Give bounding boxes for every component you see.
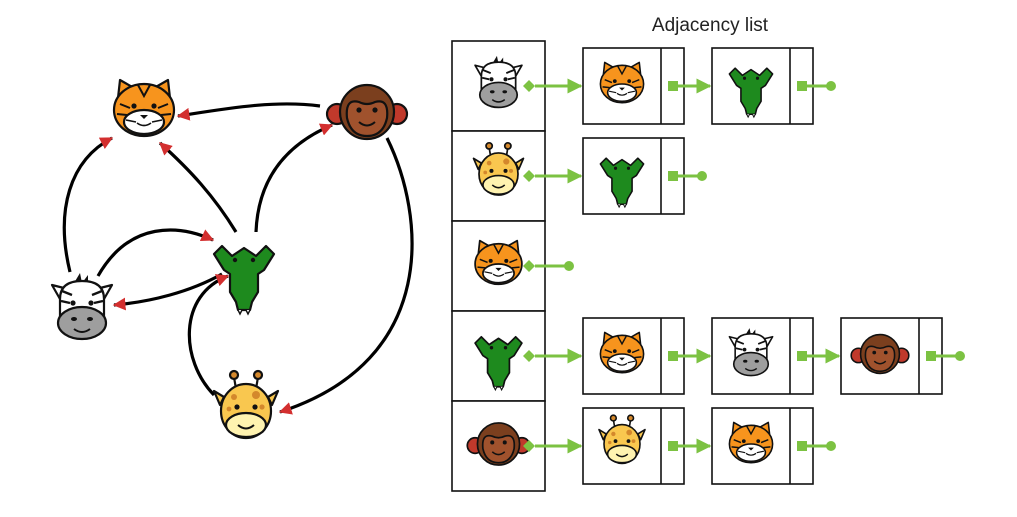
null-terminator-dot	[826, 81, 836, 91]
list-head-giraffe-icon	[472, 141, 525, 196]
list-node-tiger-icon	[599, 331, 645, 374]
edge-crocodile-to-zebra	[112, 272, 223, 311]
pointer-start-diamond	[523, 350, 535, 362]
list-node-crocodile-monkey	[840, 317, 943, 395]
edge-monkey-to-giraffe	[278, 137, 414, 415]
list-node-tiger-icon	[599, 61, 645, 104]
null-terminator-dot	[955, 351, 965, 361]
list-node-giraffe-icon	[598, 414, 646, 465]
list-node-tiger-icon	[728, 421, 774, 464]
list-node-crocodile-icon	[599, 157, 645, 209]
list-node-zebra-icon	[728, 328, 774, 377]
next-field-square	[797, 441, 807, 451]
graph-edges	[62, 102, 414, 415]
edge-zebra-to-crocodile	[96, 228, 215, 277]
list-head-zebra-icon	[474, 55, 523, 109]
list-node-monkey-giraffe	[582, 407, 685, 485]
next-field-square	[797, 81, 807, 91]
adjacency-row-giraffe	[451, 130, 707, 222]
list-node-zebra-crocodile	[711, 47, 814, 125]
pointer-start-diamond	[523, 260, 535, 272]
adjacency-row-zebra	[451, 40, 836, 132]
next-field-square	[668, 441, 678, 451]
graph-nodes	[50, 78, 409, 440]
graph-node-tiger-icon	[112, 78, 176, 138]
diagram-title: Adjacency list	[651, 15, 769, 36]
next-field-square	[797, 351, 807, 361]
graph-node-monkey-icon	[325, 83, 409, 141]
pointer-start-diamond	[523, 80, 535, 92]
list-head-tiger-icon	[474, 239, 523, 286]
list-node-zebra-tiger	[582, 47, 685, 125]
list-node-monkey-tiger	[711, 407, 814, 485]
next-field-square	[926, 351, 936, 361]
adjacency-list	[451, 40, 965, 492]
list-head-monkey-icon	[466, 422, 531, 466]
edge-zebra-to-tiger	[62, 136, 114, 273]
list-node-crocodile-zebra	[711, 317, 814, 395]
graph-node-giraffe-icon	[212, 369, 280, 440]
null-terminator-dot	[564, 261, 574, 271]
edge-crocodile-to-tiger	[158, 141, 238, 233]
list-node-giraffe-crocodile	[582, 137, 685, 215]
graph-node-crocodile-icon	[212, 244, 276, 316]
next-field-square	[668, 351, 678, 361]
next-field-square	[668, 171, 678, 181]
list-head-crocodile-icon	[474, 335, 523, 392]
adjacency-row-crocodile	[451, 310, 965, 402]
edge-crocodile-to-monkey	[254, 123, 334, 233]
next-field-square	[668, 81, 678, 91]
edge-giraffe-to-crocodile	[187, 274, 230, 397]
list-node-crocodile-tiger	[582, 317, 685, 395]
null-terminator-dot	[826, 441, 836, 451]
null-terminator-dot	[697, 171, 707, 181]
pointer-start-diamond	[523, 440, 535, 452]
pointer-start-diamond	[523, 170, 535, 182]
list-node-crocodile-icon	[728, 67, 774, 119]
adjacency-row-tiger	[451, 220, 574, 312]
adjacency-row-monkey	[451, 400, 836, 492]
edge-monkey-to-tiger	[176, 102, 321, 121]
graph-node-zebra-icon	[50, 273, 114, 341]
list-node-monkey-icon	[850, 333, 910, 375]
